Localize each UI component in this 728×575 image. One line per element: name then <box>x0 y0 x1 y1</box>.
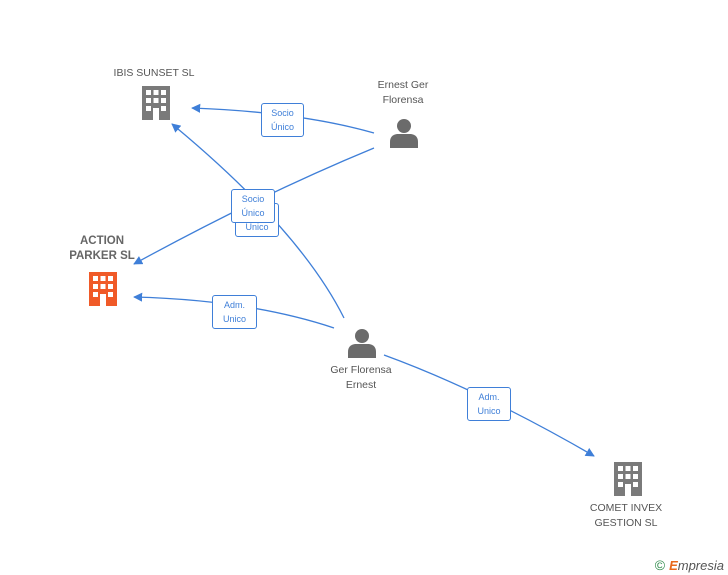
building-icon[interactable] <box>87 272 119 306</box>
node-label-ernest: Ernest Ger Florensa <box>377 79 429 106</box>
node-label-ger: Ger Florensa Ernest <box>330 364 392 391</box>
brand-logo-text: mpresia <box>677 558 724 573</box>
building-icon[interactable] <box>140 86 172 120</box>
person-icon[interactable] <box>347 328 377 358</box>
edge-label-ger-ibis: Socio Único <box>231 189 275 223</box>
edge-label-ger-action: Adm. Unico <box>212 295 257 329</box>
brand-logo-letter: E <box>669 558 678 573</box>
node-label-comet: COMET INVEX GESTION SL <box>589 502 663 529</box>
building-icon[interactable] <box>612 462 644 496</box>
edge-label-ger-comet: Adm. Unico <box>467 387 511 421</box>
copyright-icon: © <box>654 557 666 573</box>
node-label-ibis: IBIS SUNSET SL <box>113 67 195 79</box>
edge-label-ernest-ibis: Socio Único <box>261 103 304 137</box>
node-label-action: ACTION PARKER SL <box>69 235 135 262</box>
person-icon[interactable] <box>389 118 419 148</box>
brand-footer: ©Empresia <box>655 557 724 573</box>
